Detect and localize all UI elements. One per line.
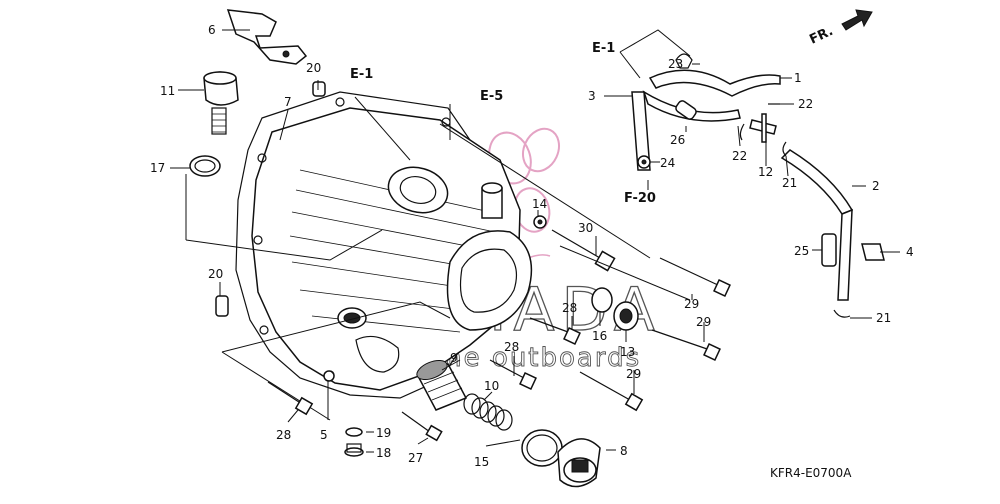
- part-20-dowel-pin-upper: [312, 81, 326, 97]
- part-21-clip-b: [833, 309, 851, 318]
- part-6-bracket: [226, 9, 308, 65]
- callout-20-upper: 20: [306, 61, 321, 75]
- callout-13: 13: [620, 345, 635, 359]
- part-20-dowel-pin-lower: [215, 295, 229, 317]
- direction-indicator: FR.: [807, 9, 873, 48]
- part-2-breather-tube: [780, 149, 854, 301]
- callout-21-upper: 21: [782, 176, 797, 190]
- callout-9: 9: [450, 351, 458, 365]
- part-8-drain-plug: [557, 438, 601, 488]
- callout-8: 8: [620, 444, 628, 458]
- callout-15: 15: [474, 455, 489, 469]
- callout-24: 24: [660, 156, 675, 170]
- callout-29-c: 29: [626, 367, 641, 381]
- part-17-o-ring: [189, 155, 221, 177]
- part-27-bolt: [401, 411, 443, 442]
- part-5-washer: [323, 370, 335, 382]
- callout-leaders: [170, 29, 900, 453]
- part-29-bolt-c: [579, 371, 644, 412]
- right-crankcase-cover: [235, 91, 533, 399]
- part-12-joint: [749, 113, 777, 143]
- callout-19: 19: [376, 426, 391, 440]
- callout-28-b: 28: [504, 340, 519, 354]
- callout-21-lower: 21: [876, 311, 891, 325]
- part-10-spring: [463, 393, 513, 431]
- callout-29-b: 29: [696, 315, 711, 329]
- reference-e1-left: E-1: [350, 67, 373, 82]
- callout-1: 1: [794, 71, 802, 85]
- callout-11: 11: [160, 84, 175, 98]
- reference-e5: E-5: [480, 89, 503, 104]
- part-19-seal: [345, 427, 363, 437]
- callout-29-a: 29: [684, 297, 699, 311]
- part-29-bolt-b: [651, 329, 721, 361]
- part-30-bolt: [551, 229, 616, 272]
- callout-2: 2: [872, 179, 880, 193]
- callout-22-right: 22: [798, 97, 813, 111]
- callout-5: 5: [320, 428, 328, 442]
- callout-28-c: 28: [276, 428, 291, 442]
- part-24-clip: [637, 155, 651, 169]
- callout-7: 7: [284, 95, 292, 109]
- part-18-plug: [344, 443, 364, 457]
- callout-20-lower: 20: [208, 267, 223, 281]
- callout-18: 18: [376, 446, 391, 460]
- callout-30: 30: [578, 221, 593, 235]
- callout-26: 26: [670, 133, 685, 147]
- front-arrow-icon: [841, 9, 873, 31]
- callout-10: 10: [484, 379, 499, 393]
- part-3-breather-hose: [631, 90, 741, 171]
- callout-4: 4: [906, 245, 914, 259]
- callout-6: 6: [208, 23, 216, 37]
- callout-14: 14: [532, 197, 547, 211]
- part-28-bolt-b: [489, 359, 537, 390]
- part-26-tube: [675, 100, 697, 120]
- part-28-bolt-a: [529, 317, 581, 345]
- callout-12: 12: [758, 165, 773, 179]
- callout-28-a: 28: [562, 301, 577, 315]
- part-29-bolt-a: [659, 257, 731, 297]
- part-22-clip-a: [739, 123, 745, 141]
- drawing-code: KFR4-E0700A: [770, 466, 852, 480]
- part-21-clip-a: [782, 141, 787, 157]
- direction-label: FR.: [807, 24, 835, 48]
- part-13-seal: [613, 301, 639, 331]
- callout-17: 17: [150, 161, 165, 175]
- callout-23: 23: [668, 57, 683, 71]
- reference-f20: F-20: [624, 191, 656, 206]
- part-23-clip: [675, 53, 693, 69]
- reference-e1-right: E-1: [592, 41, 615, 56]
- part-25-tube: [821, 233, 837, 267]
- callout-27: 27: [408, 451, 423, 465]
- part-4-clip: [861, 243, 885, 261]
- callout-16: 16: [592, 329, 607, 343]
- part-28-bolt-c: [267, 381, 314, 416]
- part-11-oil-filler-cap: [203, 71, 239, 135]
- callout-3: 3: [588, 89, 596, 103]
- part-1-breather-tube: [648, 69, 781, 97]
- part-16-o-ring: [591, 287, 613, 313]
- callout-22-left: 22: [732, 149, 747, 163]
- callout-25: 25: [794, 244, 809, 258]
